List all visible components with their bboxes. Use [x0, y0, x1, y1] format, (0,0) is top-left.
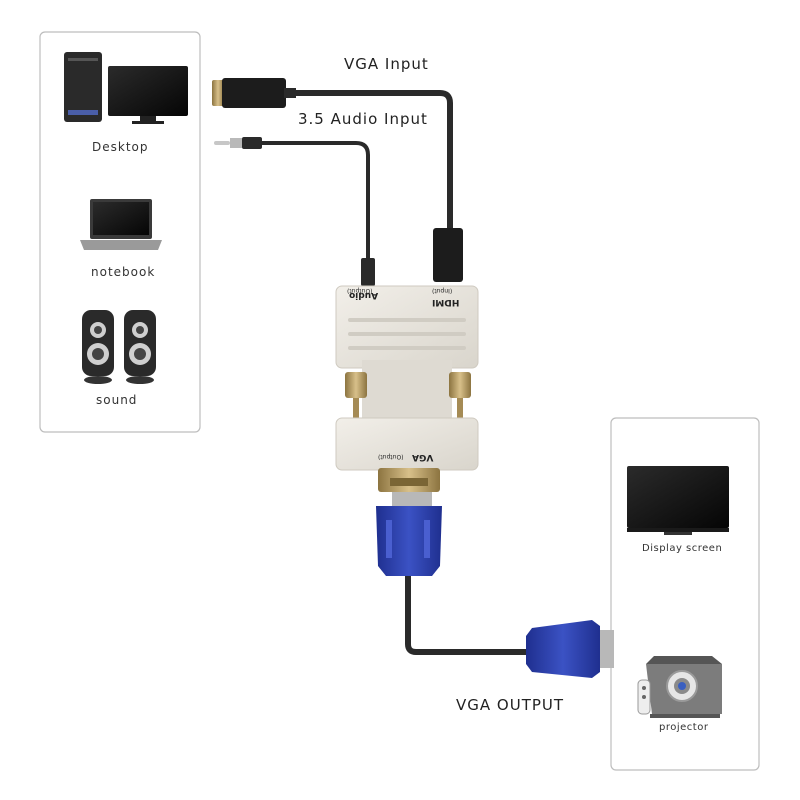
laptop-icon — [80, 199, 162, 250]
source-label-notebook: notebook — [91, 265, 156, 279]
projector-icon — [637, 656, 722, 718]
audio-input-cable — [214, 137, 375, 286]
vga-input-label: VGA Input — [344, 55, 429, 73]
hdmi-port-label: HDMI — [432, 297, 460, 307]
audio-input-label: 3.5 Audio Input — [298, 110, 428, 128]
desktop-computer-icon — [64, 52, 188, 124]
hdmi-to-vga-adapter — [335, 285, 479, 492]
monitor-icon — [627, 466, 729, 535]
output-label-display: Display screen — [642, 543, 723, 554]
vga-output-cable — [376, 492, 614, 678]
source-label-sound: sound — [96, 393, 138, 407]
source-label-desktop: Desktop — [92, 140, 149, 154]
output-label-projector: projector — [659, 722, 709, 733]
hdmi-port-sublabel: (Input) — [432, 287, 453, 294]
vga-output-label: VGA OUTPUT — [456, 696, 565, 714]
speakers-icon — [82, 310, 156, 384]
audio-port-sublabel: (Output) — [347, 287, 373, 294]
hdmi-input-cable — [212, 78, 463, 282]
vga-port-label: VGA — [412, 452, 434, 462]
vga-port-sublabel: (Output) — [378, 453, 404, 460]
